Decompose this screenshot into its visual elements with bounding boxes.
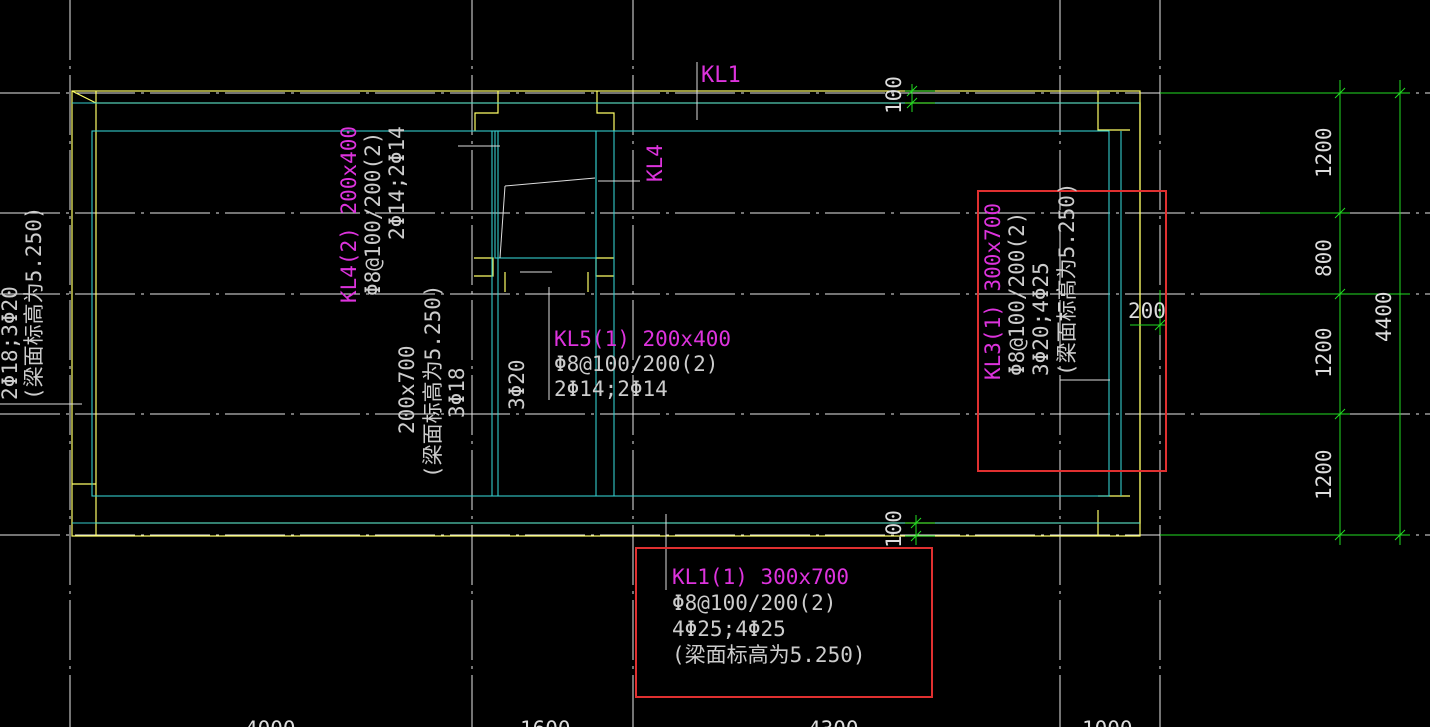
label-kl1-elevation: (梁面标高为5.250)	[672, 643, 866, 667]
dim-bottom-4: 1000	[1082, 717, 1133, 727]
leader-lines	[0, 62, 1110, 590]
label-kl3-stirrup: Φ8@100/200(2)	[1005, 212, 1029, 376]
dim-100-top: 100	[882, 76, 906, 114]
dim-right-1: 1200	[1312, 127, 1336, 178]
dimension-lines	[905, 80, 1410, 545]
highlight-box-kl1[interactable]	[635, 547, 933, 698]
label-kl3-rebar: 3Φ20;4Φ25	[1029, 262, 1053, 376]
dim-100-bottom: 100	[882, 510, 906, 548]
highlight-box-kl3[interactable]	[977, 190, 1167, 472]
label-mid-rebar: 3Φ18	[445, 367, 469, 418]
label-left-elevation: (梁面标高为5.250)	[22, 206, 46, 400]
label-kl5-title[interactable]: KL5(1) 200x400	[554, 327, 731, 351]
dim-bottom-1: 4000	[245, 717, 296, 727]
label-kl4-side[interactable]: KL4	[643, 144, 667, 182]
label-kl4-rebar: 2Φ14;2Φ14	[385, 126, 409, 240]
label-kl4-stirrup: Φ8@100/200(2)	[361, 132, 385, 296]
label-kl5-rebar: 2Φ14;2Φ14	[554, 377, 668, 401]
dim-right-4: 1200	[1312, 449, 1336, 500]
label-kl4-title[interactable]: KL4(2) 200x400	[337, 126, 361, 303]
label-kl1-title[interactable]: KL1(1) 300x700	[672, 565, 849, 589]
label-kl1-rebar: 4Φ25;4Φ25	[672, 617, 786, 641]
label-kl1-top[interactable]: KL1	[701, 63, 741, 88]
label-3phi20: 3Φ20	[505, 359, 529, 410]
label-mid-elevation: (梁面标高为5.250)	[421, 284, 445, 478]
dim-right-3: 1200	[1312, 327, 1336, 378]
label-kl5-stirrup: Φ8@100/200(2)	[554, 352, 718, 376]
label-mid-size: 200x700	[395, 345, 419, 434]
dim-right-total: 4400	[1372, 291, 1396, 342]
dim-bottom-2: 1600	[520, 717, 571, 727]
label-kl3-title[interactable]: KL3(1) 300x700	[981, 203, 1005, 380]
dim-bottom-3: 4300	[808, 717, 859, 727]
label-kl1-stirrup: Φ8@100/200(2)	[672, 591, 836, 615]
dim-200-label: 200	[1128, 299, 1166, 323]
label-kl3-elevation: (梁面标高为5.250)	[1055, 182, 1079, 376]
label-left-rebar: 2Φ18;3Φ20	[0, 286, 22, 400]
dim-right-2: 800	[1312, 239, 1336, 277]
